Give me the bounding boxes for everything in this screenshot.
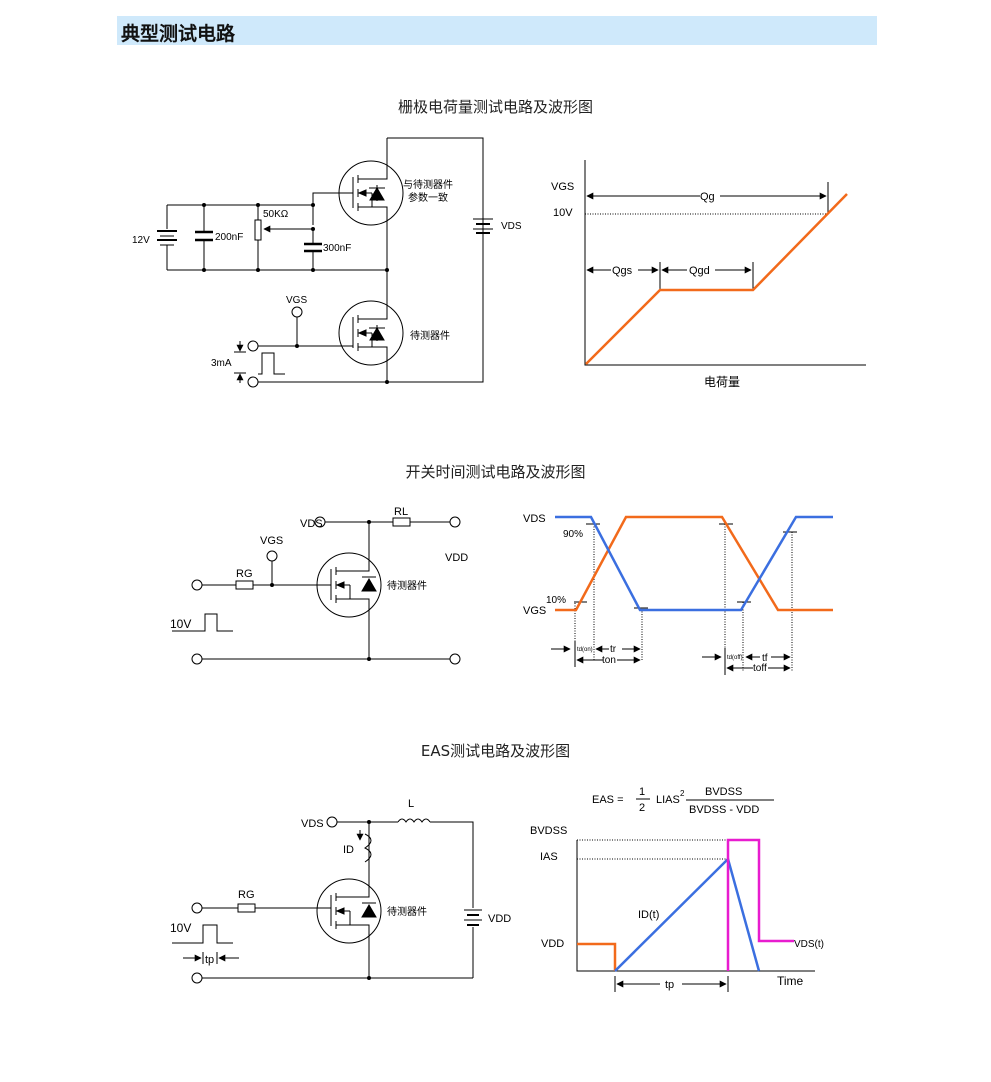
label-td-off: td(off) (727, 655, 743, 661)
label-vds: VDS (300, 518, 323, 530)
label-vds: VDS (301, 818, 324, 830)
label-vdd: VDD (488, 913, 511, 925)
label-200nf: 200nF (215, 232, 243, 243)
eas-circuit-labels: VDS L ID RG 待测器件 VDD 10V tp (170, 798, 511, 966)
header-title: 典型测试电路 (121, 23, 236, 45)
label-id-t: ID(t) (638, 909, 659, 921)
eas-circuit (172, 816, 482, 984)
label-dut-upper-1: 与待测器件 (403, 178, 453, 191)
formula-den: 2 (639, 802, 645, 814)
label-tr: tr (610, 644, 617, 655)
formula-mid: LIAS (656, 794, 680, 806)
switching-circuit-labels: VDS RL VGS RG VDD 待测器件 10V (170, 506, 468, 631)
vdd-curve (577, 942, 617, 971)
formula-exp: 2 (680, 789, 685, 798)
label-10v: 10V (553, 207, 573, 219)
label-vdd: VDD (541, 938, 564, 950)
vgs-curve (555, 515, 833, 612)
label-tf: tf (762, 653, 768, 664)
label-dut-lower: 待测器件 (410, 329, 450, 342)
label-dut: 待测器件 (387, 579, 427, 592)
gate-charge-waveform (584, 160, 866, 366)
label-vds: VDS (523, 513, 546, 525)
id-curve (614, 856, 761, 972)
label-dut: 待测器件 (387, 905, 427, 918)
label-12v: 12V (132, 235, 150, 246)
eas-formula: EAS = 1 2 LIAS 2 BVDSS BVDSS - VDD (592, 786, 759, 816)
label-ias: IAS (540, 851, 558, 863)
gate-voltage-curve (585, 193, 848, 365)
label-bvdss: BVDSS (530, 825, 567, 837)
vds-curve (726, 838, 794, 971)
eas-formula-lines (636, 798, 774, 801)
switching-waveform (551, 515, 833, 675)
label-vgs: VGS (551, 181, 574, 193)
label-50k: 50KΩ (263, 209, 289, 220)
switching-title: 开关时间测试电路及波形图 (405, 463, 586, 481)
label-vds-t: VDS(t) (794, 939, 824, 950)
formula-frac-num: BVDSS (705, 786, 742, 798)
label-10pct: 10% (546, 595, 566, 606)
label-qgs: Qgs (612, 265, 633, 277)
eas-waveform-labels: BVDSS IAS ID(t) VDD VDS(t) tp Time (530, 825, 824, 991)
label-10v: 10V (170, 921, 191, 935)
label-rg: RG (238, 889, 255, 901)
label-300nf: 300nF (323, 243, 351, 254)
label-vdd: VDD (445, 552, 468, 564)
label-td-on: td(on) (577, 647, 593, 653)
gate-charge-circuit-labels: 12V 200nF 50KΩ 300nF VGS 与待测器件 参数一致 待测器件… (132, 178, 522, 369)
formula-frac-den: BVDSS - VDD (689, 804, 759, 816)
label-vds: VDS (501, 221, 522, 232)
label-dut-upper-2: 参数一致 (408, 191, 448, 204)
label-qgd: Qgd (689, 265, 710, 277)
axes (584, 160, 866, 366)
label-3ma: 3mA (211, 358, 232, 369)
gate-charge-circuit (157, 137, 493, 388)
eas-waveform (576, 838, 815, 992)
label-10v: 10V (170, 617, 191, 631)
label-time: Time (777, 974, 804, 988)
eas-title: EAS测试电路及波形图 (420, 742, 571, 760)
label-charge: 电荷量 (704, 375, 740, 389)
label-rl: RL (394, 506, 408, 518)
axes (576, 840, 815, 972)
label-vgs: VGS (523, 605, 546, 617)
label-tp: tp (205, 954, 214, 966)
label-vgs: VGS (286, 295, 307, 306)
label-rg: RG (236, 568, 253, 580)
vds-curve (555, 515, 833, 612)
label-l: L (408, 798, 414, 810)
label-vgs: VGS (260, 535, 283, 547)
section-header: 典型测试电路 (117, 16, 877, 45)
label-qg: Qg (700, 191, 715, 203)
label-90pct: 90% (563, 529, 583, 540)
formula-lhs: EAS = (592, 794, 624, 806)
formula-num: 1 (639, 786, 645, 798)
switching-circuit (172, 516, 461, 665)
label-toff: toff (753, 663, 767, 674)
gate-charge-waveform-labels: VGS 10V Qg Qgs Qgd 电荷量 (551, 181, 740, 389)
switching-waveform-labels: VDS VGS 90% 10% td(on) tr ton td(off) tf… (523, 513, 768, 674)
label-ton: ton (602, 655, 616, 666)
label-tp: tp (665, 979, 674, 991)
gate-charge-title: 栅极电荷量测试电路及波形图 (397, 98, 593, 116)
label-id: ID (343, 844, 354, 856)
